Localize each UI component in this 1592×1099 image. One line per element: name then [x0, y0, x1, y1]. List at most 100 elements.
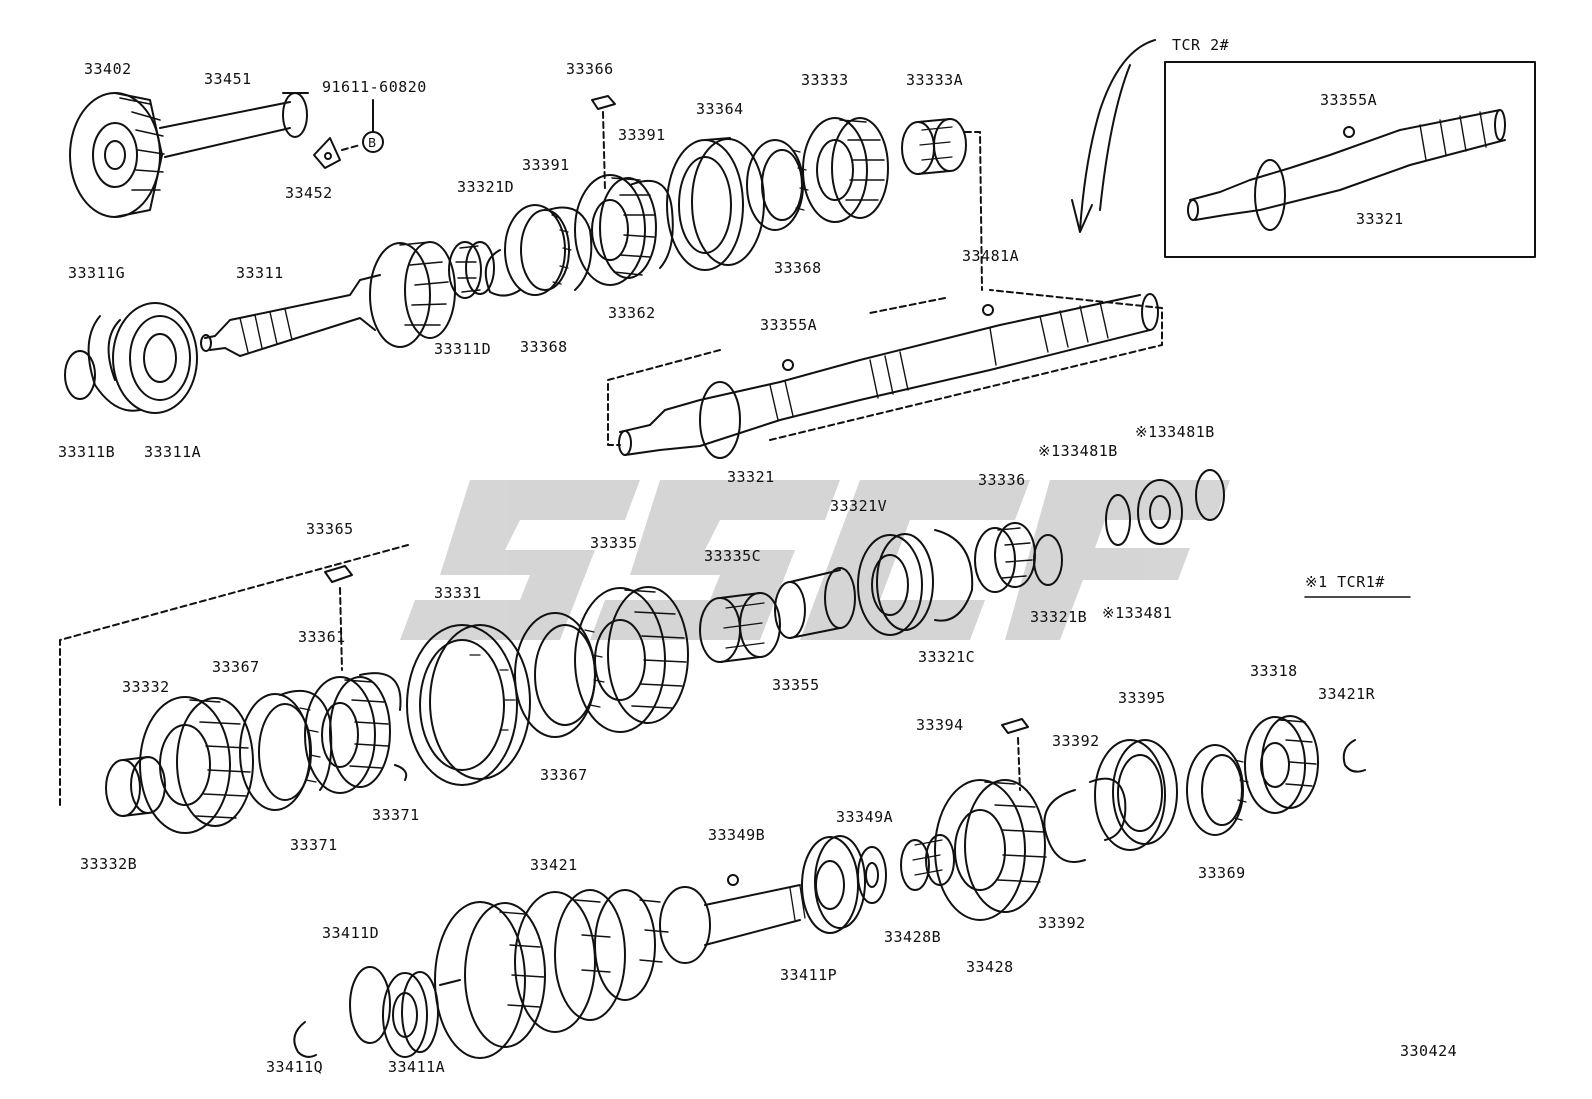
plate-33452: B: [313, 99, 384, 169]
label-33395: 33395: [1118, 689, 1166, 707]
hub-33362: [574, 174, 657, 286]
diagram-id: 330424: [1400, 1042, 1458, 1060]
label-33355: 33355: [772, 676, 820, 694]
inset-box: [1164, 61, 1536, 258]
label-33361: 33361: [298, 628, 346, 646]
label-33371a: 33371: [372, 806, 420, 824]
spring-33392: [1043, 777, 1127, 863]
label-33349A: 33349A: [836, 808, 894, 826]
label-33452: 33452: [285, 184, 333, 202]
label-33362: 33362: [608, 304, 656, 322]
label-33311D: 33311D: [434, 340, 492, 358]
label-33366: 33366: [566, 60, 614, 78]
label-33335C: 33335C: [704, 547, 762, 565]
label-33411D: 33411D: [322, 924, 380, 942]
label-33321B: 33321B: [1030, 608, 1088, 626]
label-33428B: 33428B: [884, 928, 942, 946]
sync-ring-33368b: [746, 139, 809, 231]
bearing-33321V: [857, 533, 934, 636]
label-33349B: 33349B: [708, 826, 766, 844]
label-33311B: 33311B: [58, 443, 116, 461]
needle-bearing-33428B: [900, 834, 955, 891]
sleeve-33331: [406, 624, 531, 786]
snap-ring-33321D: [484, 249, 521, 297]
label-33311A: 33311A: [144, 443, 202, 461]
label-33364: 33364: [696, 100, 744, 118]
needle-bearing-33311D: [448, 241, 495, 299]
spring-33391b: [629, 180, 674, 269]
gear-33402: [69, 92, 165, 218]
ball-33481A: [982, 304, 994, 316]
snap-ring-33411D: [349, 966, 391, 1044]
label-133481: ※133481: [1102, 604, 1173, 622]
ring-33421R: [1342, 739, 1366, 773]
inset-label-33355A: 33355A: [1320, 91, 1378, 109]
label-91611-60820: 91611-60820: [322, 78, 427, 96]
ball-33349B: [727, 874, 739, 886]
spacer-33355: [774, 567, 856, 639]
dashed-leader-33333A: [964, 131, 983, 291]
sync-ring-33367: [239, 693, 321, 811]
gear-33318: [1244, 715, 1319, 814]
sync-ring-33369: [1186, 744, 1249, 836]
needle-bearing-33333A: [901, 118, 967, 175]
inset-label-33321: 33321: [1356, 210, 1404, 228]
note-tcr1: ※1 TCR1#: [1305, 573, 1385, 591]
label-33391a: 33391: [618, 126, 666, 144]
label-33331: 33331: [434, 584, 482, 602]
key-33366: [591, 95, 616, 191]
spring-33371: [279, 672, 408, 791]
spring-33391a: [547, 206, 593, 291]
bearing-33311A: [112, 302, 198, 414]
inset-title: TCR 2#: [1172, 36, 1230, 54]
label-33318: 33318: [1250, 662, 1298, 680]
nut-133481: [1137, 479, 1183, 545]
label-33428: 33428: [966, 958, 1014, 976]
label-33368b: 33368: [520, 338, 568, 356]
label-33333A: 33333A: [906, 71, 964, 89]
inset-shaft-33321: [1187, 109, 1506, 231]
label-33367a: 33367: [212, 658, 260, 676]
label-33411A: 33411A: [388, 1058, 446, 1076]
ball-33355A: [782, 359, 794, 371]
label-33481A: 33481A: [962, 247, 1020, 265]
washer-33349A: [857, 846, 887, 904]
svg-text:B: B: [368, 136, 376, 150]
label-33421R: 33421R: [1318, 685, 1376, 703]
label-33367b: 33367: [540, 766, 588, 784]
label-33336: 33336: [978, 471, 1026, 489]
label-33355A: 33355A: [760, 316, 818, 334]
sleeve-33395: [1094, 739, 1178, 851]
label-33394: 33394: [916, 716, 964, 734]
input-shaft-33311: [200, 241, 456, 357]
label-33321: 33321: [727, 468, 775, 486]
label-33371b: 33371: [290, 836, 338, 854]
label-33335: 33335: [590, 534, 638, 552]
gear-33336: [974, 522, 1036, 593]
snap-ring-33321C: [934, 529, 974, 622]
label-33321D: 33321D: [457, 178, 515, 196]
label-33332: 33332: [122, 678, 170, 696]
main-shaft-33321: [618, 293, 1159, 459]
counter-gear-33421: [434, 884, 806, 1059]
label-33321V: 33321V: [830, 497, 888, 515]
dashed-box-main-shaft: [607, 289, 1163, 446]
label-33333: 33333: [801, 71, 849, 89]
label-33392b: 33392: [1038, 914, 1086, 932]
label-33411Q: 33411Q: [266, 1058, 324, 1076]
label-33332B: 33332B: [80, 855, 138, 873]
label-33392a: 33392: [1052, 732, 1100, 750]
snap-ring-33321B: [1033, 534, 1063, 586]
ring-133481B-b: [1195, 469, 1225, 521]
gear-33428: [934, 779, 1047, 921]
dashed-box-middle: [59, 544, 409, 806]
snap-ring-33311B: [64, 350, 96, 400]
label-33321C: 33321C: [918, 648, 976, 666]
inset-ball-33355A: [1343, 126, 1355, 138]
key-33365: [324, 565, 353, 671]
gear-33335: [574, 586, 689, 733]
watermark-logo: [400, 480, 1230, 640]
bearing-33411P: [801, 835, 866, 934]
label-33451: 33451: [204, 70, 252, 88]
